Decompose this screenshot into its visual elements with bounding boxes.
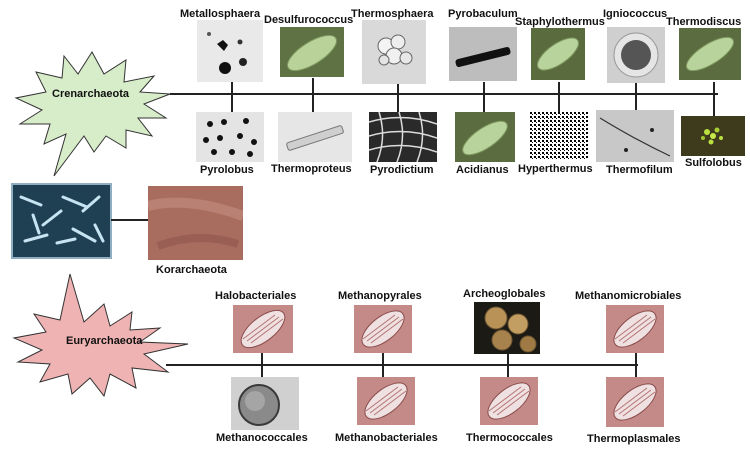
crenarchaeota-axis xyxy=(170,93,718,95)
label-methanomicrobiales: Methanomicrobiales xyxy=(575,290,682,302)
label-thermoplasmales: Thermoplasmales xyxy=(587,433,681,445)
staphylothermus-image xyxy=(531,28,585,80)
label-halobacteriales: Halobacteriales xyxy=(215,290,297,302)
methanomicrobiales-image xyxy=(606,305,664,353)
connector xyxy=(483,82,485,112)
label-pyrobaculum: Pyrobaculum xyxy=(448,8,518,20)
label-thermoproteus: Thermoproteus xyxy=(271,163,352,175)
label-metallosphaera: Metallosphaera xyxy=(180,8,261,20)
label-methanopyrales: Methanopyrales xyxy=(338,290,422,302)
thermofilum-image xyxy=(596,110,674,162)
methanopyrales-image xyxy=(354,305,412,353)
archeoglobales-image xyxy=(474,302,540,354)
label-hyperthermus: Hyperthermus xyxy=(518,163,593,175)
connector xyxy=(635,82,637,112)
thermodiscus-image xyxy=(679,28,741,80)
pyrodictium-image xyxy=(369,112,437,162)
metallosphaera-image xyxy=(197,20,263,82)
connector xyxy=(713,82,715,116)
crenarchaeota-title: Crenarchaeota xyxy=(52,88,130,100)
label-pyrodictium: Pyrodictium xyxy=(370,164,434,176)
igniococcus-image xyxy=(607,27,665,83)
connector xyxy=(507,354,509,378)
connector xyxy=(397,84,399,112)
label-thermofilum: Thermofilum xyxy=(606,164,673,176)
connector xyxy=(312,78,314,112)
thermoproteus-image xyxy=(278,112,352,162)
desulfurococcus-image xyxy=(280,27,344,77)
halobacteriales-image xyxy=(233,305,293,353)
connector xyxy=(261,352,263,378)
euryarchaeota-axis xyxy=(166,364,638,366)
korarchaeota-link xyxy=(111,219,149,221)
korarchaeota-image xyxy=(148,186,243,260)
thermosphaera-image xyxy=(362,20,426,84)
label-methanobacteriales: Methanobacteriales xyxy=(335,432,438,444)
label-staphylothermus: Staphylothermus xyxy=(515,16,605,28)
label-acidianus: Acidianus xyxy=(456,164,509,176)
methanobacteriales-image xyxy=(357,377,415,425)
label-thermococcales: Thermococcales xyxy=(466,432,553,444)
hyperthermus-image xyxy=(530,112,588,160)
label-thermodiscus: Thermodiscus xyxy=(666,16,742,28)
pyrolobus-image xyxy=(196,112,264,162)
connector xyxy=(558,82,560,112)
label-thermosphaera: Thermosphaera xyxy=(351,8,434,20)
connector xyxy=(382,352,384,378)
label-korarchaeota: Korarchaeota xyxy=(156,264,227,276)
thermococcales-image xyxy=(480,377,538,425)
crenarchaeota-burst xyxy=(14,51,171,177)
pyrobaculum-image xyxy=(449,27,517,81)
thermoplasmales-image xyxy=(606,377,664,427)
acidianus-image xyxy=(455,112,515,162)
label-archeoglobales: Archeoglobales xyxy=(463,288,546,300)
label-methanococcales: Methanococcales xyxy=(216,432,308,444)
label-desulfurococcus: Desulfurococcus xyxy=(264,14,354,26)
sulfolobus-image xyxy=(681,116,745,156)
label-pyrolobus: Pyrolobus xyxy=(200,164,254,176)
korarchaeota-blue-micrograph xyxy=(11,183,112,259)
label-igniococcus: Igniococcus xyxy=(603,8,668,20)
euryarchaeota-title: Euryarchaeota xyxy=(66,335,143,347)
connector xyxy=(231,82,233,112)
methanococcales-image xyxy=(231,377,299,430)
euryarchaeota-burst xyxy=(12,273,189,398)
connector xyxy=(635,352,637,378)
label-sulfolobus: Sulfolobus xyxy=(685,157,742,169)
